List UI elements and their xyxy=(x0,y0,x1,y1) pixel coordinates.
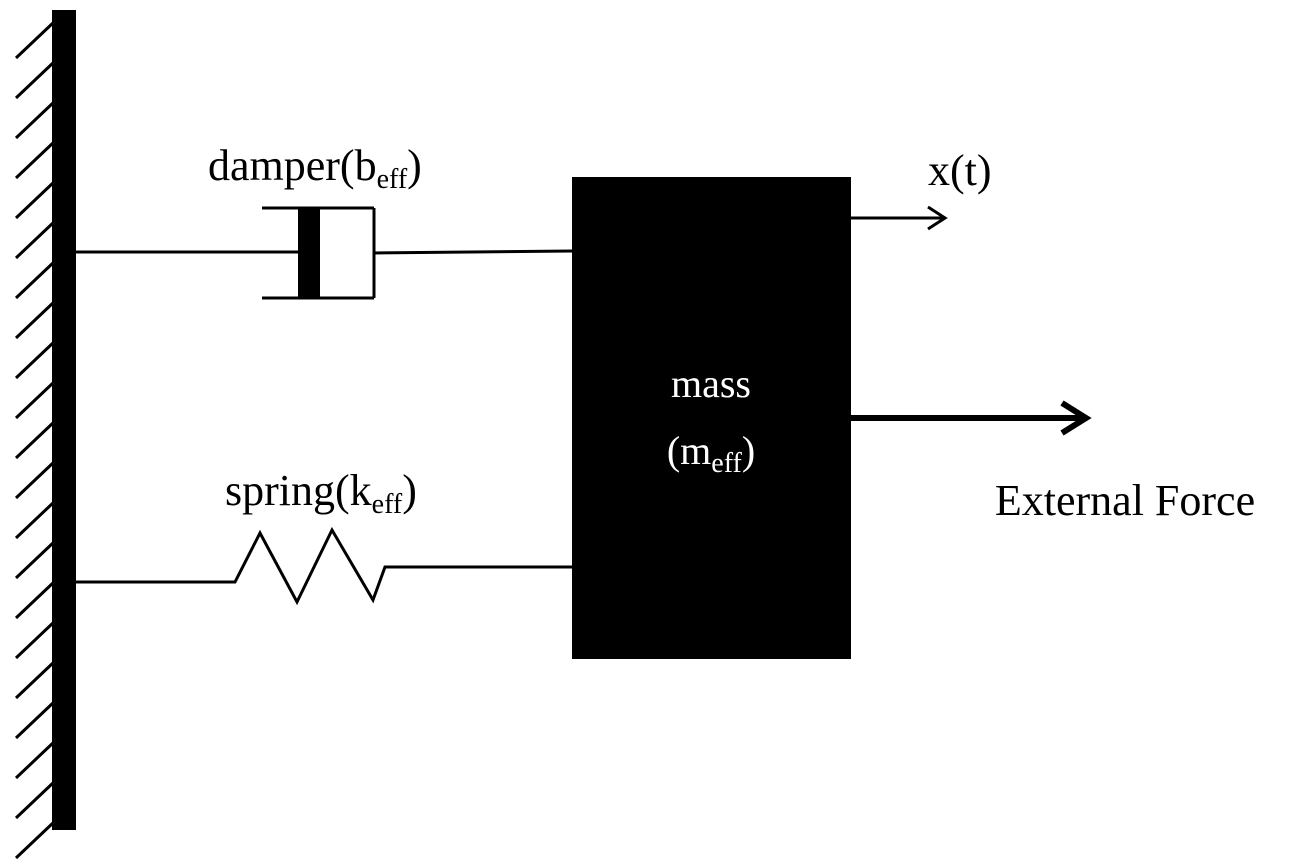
wall-hatch-line xyxy=(14,340,56,380)
damper-piston xyxy=(298,208,320,298)
fixed-wall xyxy=(14,10,76,860)
wall-hatch-line xyxy=(14,380,56,420)
mass-label: mass xyxy=(671,361,751,406)
mass-symbol-label: (meff) xyxy=(667,428,755,479)
wall-hatch-line xyxy=(14,140,56,180)
displacement-arrow xyxy=(851,205,948,231)
wall-hatch-line xyxy=(14,260,56,300)
wall-hatch-line xyxy=(14,700,56,740)
damper-mass-rod xyxy=(373,249,573,255)
mass-block xyxy=(572,177,851,659)
wall-hatch-line xyxy=(14,300,56,340)
spring xyxy=(76,526,572,606)
wall-hatch-line xyxy=(14,460,56,500)
wall-hatch-line xyxy=(14,540,56,580)
wall-hatch-line xyxy=(14,60,56,100)
wall-hatch-line xyxy=(14,100,56,140)
damper-label: damper(beff) xyxy=(208,141,422,195)
wall-hatch-line xyxy=(14,740,56,780)
wall-hatch-line xyxy=(14,660,56,700)
spring-label: spring(keff) xyxy=(225,466,417,520)
wall-hatch-line xyxy=(14,180,56,220)
wall-hatch-line xyxy=(14,220,56,260)
wall-hatch-line xyxy=(14,580,56,620)
spring-coil xyxy=(76,526,572,606)
force-arrowhead xyxy=(1060,400,1092,436)
wall-hatch-line xyxy=(14,20,56,60)
wall-hatch-line xyxy=(14,420,56,460)
displacement-arrowhead xyxy=(927,205,948,231)
force-label: External Force xyxy=(995,476,1255,525)
wall-hatch-line xyxy=(14,780,56,820)
wall-hatching xyxy=(14,20,56,860)
displacement-label: x(t) xyxy=(928,146,992,195)
wall-bar xyxy=(52,10,76,830)
damper xyxy=(76,206,573,300)
wall-hatch-line xyxy=(14,500,56,540)
wall-hatch-line xyxy=(14,620,56,660)
force-arrow xyxy=(851,400,1092,436)
wall-hatch-line xyxy=(14,820,56,860)
